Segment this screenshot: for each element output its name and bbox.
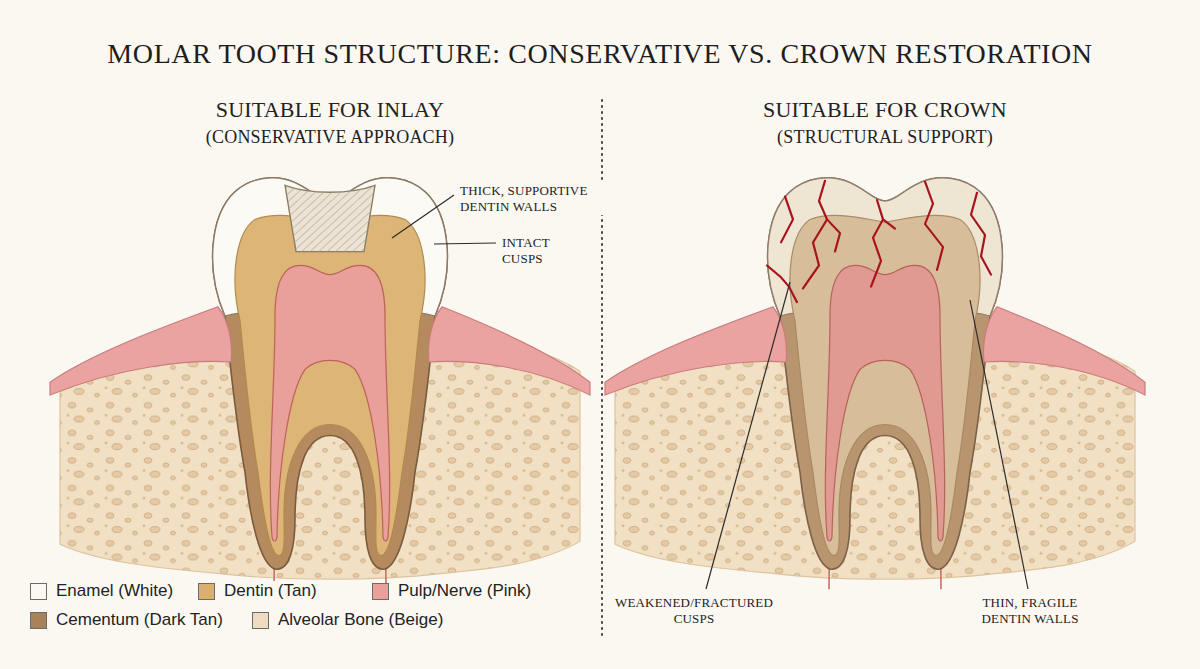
- crack: [767, 265, 797, 302]
- inlay-panel-art: [50, 178, 590, 589]
- panel-divider: [601, 100, 603, 640]
- crack: [871, 200, 883, 286]
- leader-line: [970, 300, 1028, 589]
- crack-lines: [767, 181, 991, 302]
- cementum: [768, 178, 1003, 569]
- crack: [781, 196, 793, 242]
- panel-heading: SUITABLE FOR INLAY: [214, 96, 446, 124]
- legend-swatch: [252, 612, 269, 629]
- panel-heading-box: SUITABLE FOR CROWN: [761, 96, 1009, 124]
- callout-label-box: THICK, SUPPORTIVE DENTIN WALLS: [458, 182, 612, 215]
- inlay-hatch: [285, 185, 375, 251]
- crack: [971, 193, 991, 275]
- legend-item: Pulp/Nerve (Pink): [372, 581, 533, 601]
- crack: [803, 181, 827, 289]
- callout-label: THICK, SUPPORTIVE DENTIN WALLS: [458, 182, 612, 215]
- legend-swatch: [30, 583, 47, 600]
- gum: [50, 307, 231, 395]
- panel-subheading: (STRUCTURAL SUPPORT): [775, 126, 995, 150]
- legend-text: Enamel (White): [54, 581, 175, 601]
- panel-heading-box: SUITABLE FOR INLAY: [214, 96, 446, 124]
- inlay: [285, 185, 375, 251]
- legend-item: Alveolar Bone (Beige): [252, 610, 445, 630]
- callout-label: THIN, FRAGILE DENTIN WALLS: [962, 594, 1098, 627]
- legend-item: Enamel (White): [30, 581, 175, 601]
- leader-line: [706, 282, 790, 589]
- panel-heading: SUITABLE FOR CROWN: [761, 96, 1009, 124]
- crack: [883, 219, 895, 228]
- pulp: [825, 265, 944, 541]
- legend-swatch: [372, 583, 389, 600]
- panel-subheading-box: (STRUCTURAL SUPPORT): [775, 126, 995, 150]
- crown-panel-art: [605, 178, 1145, 589]
- legend-text: Alveolar Bone (Beige): [276, 610, 445, 630]
- callout-label: WEAKENED/FRACTURED CUSPS: [606, 594, 782, 627]
- crack: [925, 182, 943, 270]
- gum: [984, 307, 1145, 395]
- title-block: MOLAR TOOTH STRUCTURE: CONSERVATIVE VS. …: [0, 38, 1200, 70]
- legend-text: Pulp/Nerve (Pink): [396, 581, 533, 601]
- diagram-title: MOLAR TOOTH STRUCTURE: CONSERVATIVE VS. …: [107, 38, 1092, 70]
- legend-text: Dentin (Tan): [222, 581, 319, 601]
- legend-item: Cementum (Dark Tan): [30, 610, 225, 630]
- gum: [605, 307, 786, 395]
- crack: [827, 219, 840, 251]
- legend-swatch: [198, 583, 215, 600]
- gum: [429, 307, 590, 395]
- panel-subheading: (CONSERVATIVE APPROACH): [204, 126, 456, 150]
- callout-label-box: INTACT CUSPS: [500, 234, 566, 267]
- callout-label: INTACT CUSPS: [500, 234, 566, 267]
- pulp: [270, 265, 389, 541]
- callout-label-box: WEAKENED/FRACTURED CUSPS: [606, 594, 782, 627]
- legend-swatch: [30, 612, 47, 629]
- legend-item: Dentin (Tan): [198, 581, 319, 601]
- callout-label-box: THIN, FRAGILE DENTIN WALLS: [962, 594, 1098, 627]
- legend-text: Cementum (Dark Tan): [54, 610, 225, 630]
- dentin: [235, 215, 425, 555]
- leader-line: [392, 195, 454, 238]
- leader-lines: [392, 195, 1028, 589]
- leader-line: [434, 243, 496, 244]
- cementum: [213, 178, 448, 569]
- panel-subheading-box: (CONSERVATIVE APPROACH): [204, 126, 456, 150]
